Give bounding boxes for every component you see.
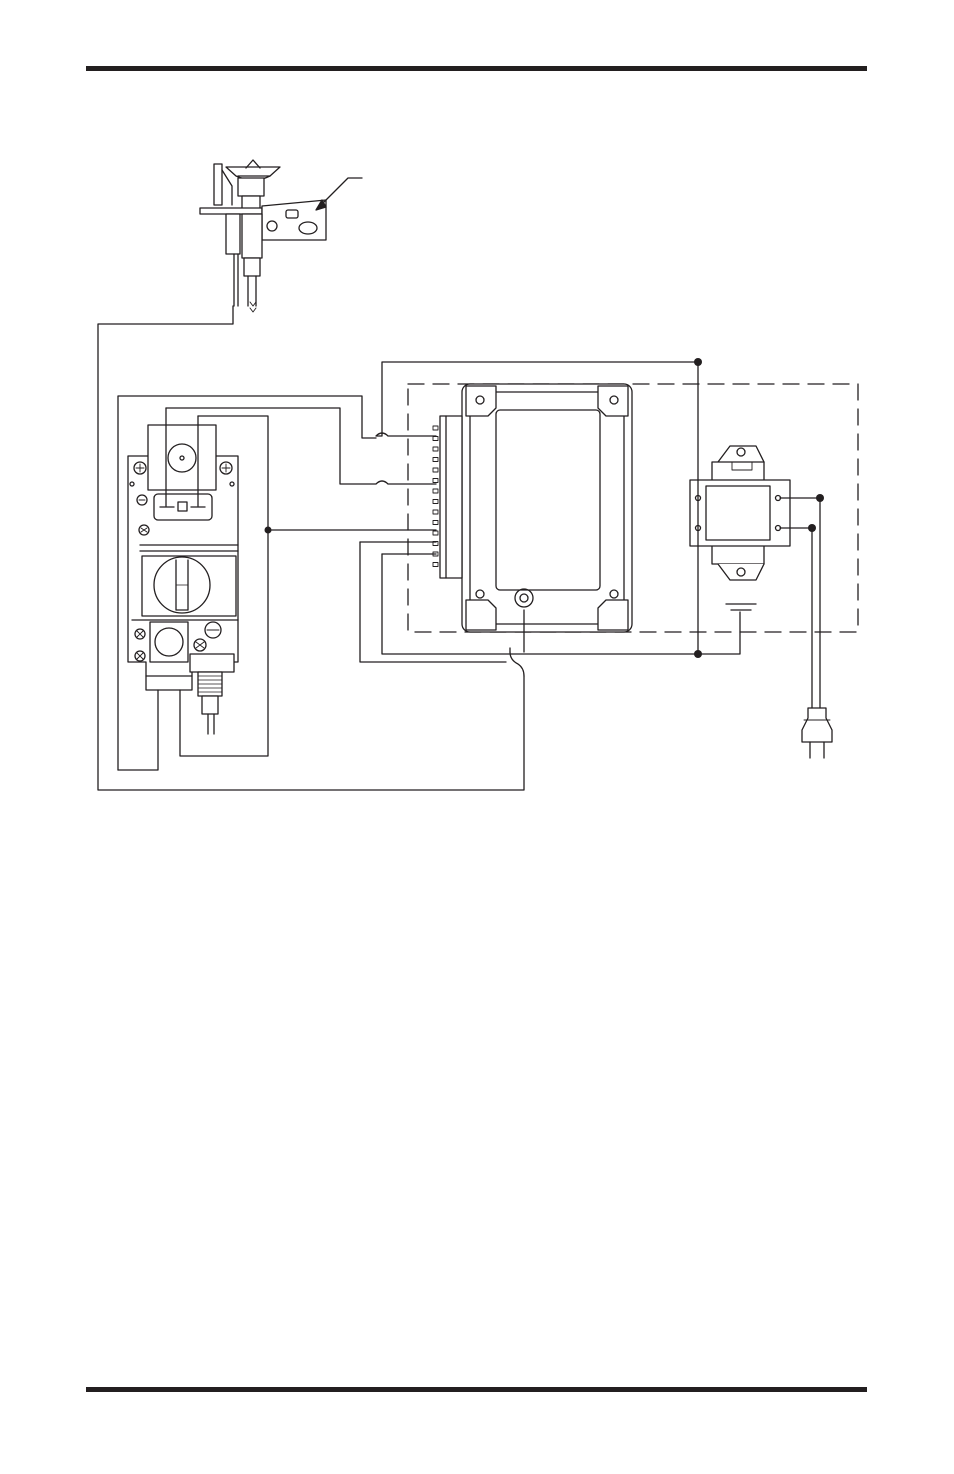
terminal-pin xyxy=(433,447,438,451)
terminal-pin xyxy=(433,458,438,462)
power-plug-icon xyxy=(802,708,832,758)
pilot-burner-icon xyxy=(200,160,362,312)
terminal-pin xyxy=(433,468,438,472)
transformer-icon xyxy=(690,446,790,610)
terminal-pin xyxy=(433,500,438,504)
terminal-pin xyxy=(433,426,438,430)
terminal-pin xyxy=(433,510,438,514)
terminal-pin xyxy=(433,489,438,493)
terminal-pin xyxy=(433,563,438,567)
terminal-pin xyxy=(433,437,438,441)
gas-valve-icon xyxy=(128,425,238,734)
terminal-pin xyxy=(433,479,438,483)
terminal-pin xyxy=(433,521,438,525)
terminal-pin xyxy=(433,531,438,535)
module-terminal-strip xyxy=(433,426,438,567)
